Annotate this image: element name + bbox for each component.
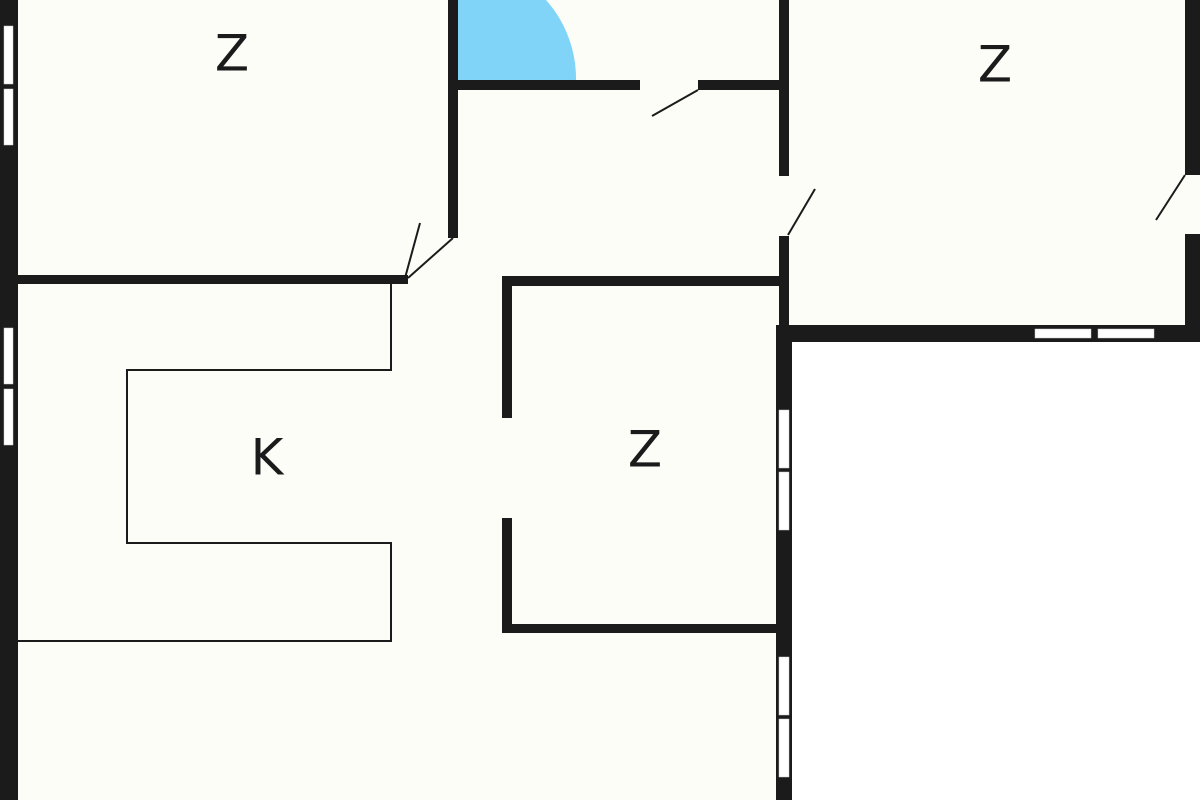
outer-wall-right-b [1185, 234, 1200, 342]
window [778, 409, 790, 469]
kitchen-counter [18, 284, 392, 642]
window [778, 471, 790, 531]
window [3, 327, 14, 385]
door-swing [787, 188, 816, 236]
wall-right-room-bottom [776, 325, 1200, 342]
windows [3, 25, 1155, 778]
window [1097, 328, 1155, 339]
wall-hall-right-a [779, 0, 789, 176]
wall-middle-room-left-b [502, 518, 512, 633]
window [778, 718, 790, 778]
outer-wall-right-a [1185, 0, 1200, 175]
room-label: K [251, 429, 285, 487]
door-swing [404, 222, 421, 279]
wall-middle-room-bottom [502, 624, 780, 633]
wall-hall-right-b [779, 236, 789, 336]
door-swing [651, 89, 699, 117]
window [3, 25, 14, 85]
wall-bath-bottom-a [458, 80, 640, 90]
door-swing [407, 237, 454, 279]
wall-bath-left [448, 0, 458, 238]
wall-bath-bottom-b [698, 80, 782, 90]
outside-area [792, 342, 1200, 800]
room-label: Z [978, 36, 1012, 94]
wall-top-left-room-bottom [18, 275, 408, 284]
window [1034, 328, 1092, 339]
wall-middle-room-left-a [502, 276, 512, 418]
window [778, 656, 790, 716]
room-label: Z [628, 421, 662, 479]
wall-middle-room-top [502, 276, 782, 286]
window [3, 88, 14, 146]
window [3, 388, 14, 446]
door-swing [1155, 174, 1186, 221]
doors [404, 89, 1186, 279]
shower-fixture [458, 0, 577, 80]
room-label: Z [215, 25, 249, 83]
